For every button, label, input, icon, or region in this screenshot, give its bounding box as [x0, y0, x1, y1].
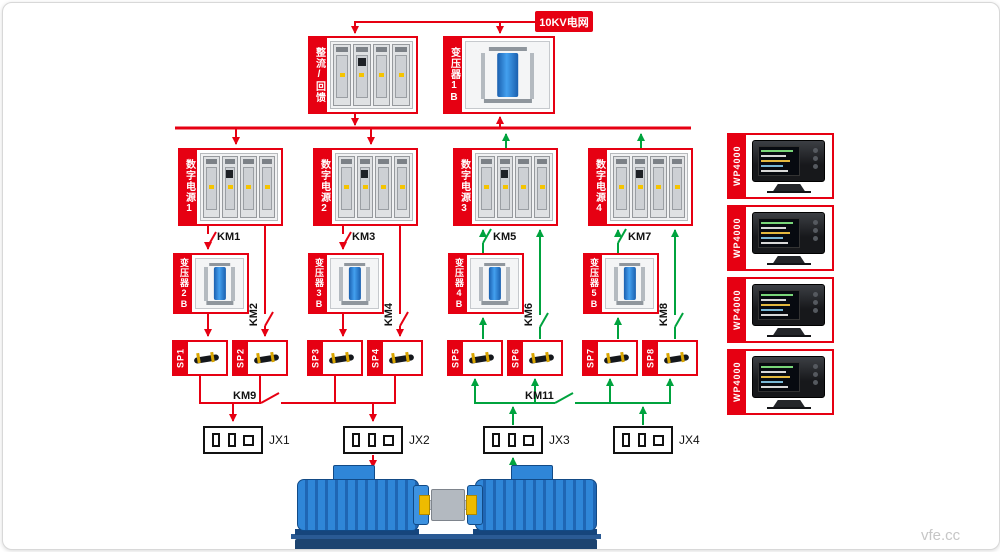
cabinet-graphic	[610, 153, 688, 221]
rectifier-feedback-label: 整流/回馈	[310, 38, 327, 112]
sensor-sp5: SP5	[447, 340, 503, 376]
rectifier-feedback-cabinet: 整流/回馈	[308, 36, 418, 114]
sensor-graphic	[386, 345, 418, 371]
analyzer-wp4000-2: WP4000	[727, 205, 834, 271]
power-cabinet-1-label: 数字电源1	[180, 150, 197, 224]
sensor-graphic	[326, 345, 358, 371]
sensor-sp4: SP4	[367, 340, 423, 376]
junction-box-jx2-label: JX2	[409, 433, 430, 447]
power-cabinet-2-label: 数字电源2	[315, 150, 332, 224]
contactor-label-km5: KM5	[493, 231, 517, 243]
contactor-label-km2: KM2	[248, 303, 260, 327]
cabinet-graphic	[475, 153, 553, 221]
watermark: vfe.cc	[921, 527, 961, 544]
cabinet-graphic	[330, 41, 413, 109]
transformer-3b: 变压器3B	[308, 253, 384, 314]
power-cabinet-3: 数字电源3	[453, 148, 558, 226]
cabinet-graphic	[335, 153, 413, 221]
transformer-1b: 变压器1B	[443, 36, 555, 114]
contactor-label-km1: KM1	[217, 231, 241, 243]
sensor-sp5-label: SP5	[449, 342, 463, 374]
sensor-graphic	[601, 345, 633, 371]
transformer-graphic	[470, 258, 519, 309]
junction-box-jx3	[483, 426, 543, 454]
sensor-sp3-label: SP3	[309, 342, 323, 374]
transformer-2b: 变压器2B	[173, 253, 249, 314]
sensor-sp7-label: SP7	[584, 342, 598, 374]
transformer-graphic	[195, 258, 244, 309]
analyzer-graphic	[749, 138, 829, 194]
transformer-graphic	[465, 41, 550, 109]
sensor-graphic	[191, 345, 223, 371]
transformer-5b-label: 变压器5B	[585, 255, 602, 312]
transformer-graphic	[330, 258, 379, 309]
contactor-label-km7: KM7	[628, 231, 652, 243]
sensor-graphic	[526, 345, 558, 371]
junction-box-jx3-label: JX3	[549, 433, 570, 447]
sensor-sp3: SP3	[307, 340, 363, 376]
power-cabinet-1: 数字电源1	[178, 148, 283, 226]
power-cabinet-4: 数字电源4	[588, 148, 693, 226]
contactor-label-km9: KM9	[233, 390, 257, 402]
grid-source-badge: 10KV电网	[535, 11, 593, 32]
transformer-1b-label: 变压器1B	[445, 38, 462, 112]
contactor-label-km6: KM6	[523, 303, 535, 327]
analyzer-graphic	[749, 354, 829, 410]
cabinet-graphic	[200, 153, 278, 221]
analyzer-wp4000-3-label: WP4000	[729, 279, 746, 341]
transformer-2b-label: 变压器2B	[175, 255, 192, 312]
analyzer-wp4000-4: WP4000	[727, 349, 834, 415]
sensor-graphic	[251, 345, 283, 371]
junction-box-jx2	[343, 426, 403, 454]
transformer-4b: 变压器4B	[448, 253, 524, 314]
sensor-sp8: SP8	[642, 340, 698, 376]
analyzer-graphic	[749, 282, 829, 338]
analyzer-graphic	[749, 210, 829, 266]
sensor-sp2: SP2	[232, 340, 288, 376]
power-cabinet-4-label: 数字电源4	[590, 150, 607, 224]
junction-box-jx1	[203, 426, 263, 454]
sensor-sp6-label: SP6	[509, 342, 523, 374]
sensor-sp4-label: SP4	[369, 342, 383, 374]
sensor-sp1: SP1	[172, 340, 228, 376]
sensor-sp1-label: SP1	[174, 342, 188, 374]
transformer-3b-label: 变压器3B	[310, 255, 327, 312]
contactor-label-km8: KM8	[658, 303, 670, 327]
power-cabinet-3-label: 数字电源3	[455, 150, 472, 224]
contactor-label-km3: KM3	[352, 231, 376, 243]
power-cabinet-2: 数字电源2	[313, 148, 418, 226]
sensor-sp8-label: SP8	[644, 342, 658, 374]
analyzer-wp4000-4-label: WP4000	[729, 351, 746, 413]
transformer-graphic	[605, 258, 654, 309]
sensor-graphic	[466, 345, 498, 371]
transformer-4b-label: 变压器4B	[450, 255, 467, 312]
motor-dyno-pair-graphic	[291, 459, 601, 549]
analyzer-wp4000-1: WP4000	[727, 133, 834, 199]
junction-box-jx4-label: JX4	[679, 433, 700, 447]
transformer-5b: 变压器5B	[583, 253, 659, 314]
sensor-graphic	[661, 345, 693, 371]
analyzer-wp4000-2-label: WP4000	[729, 207, 746, 269]
junction-box-jx4	[613, 426, 673, 454]
analyzer-wp4000-3: WP4000	[727, 277, 834, 343]
junction-box-jx1-label: JX1	[269, 433, 290, 447]
sensor-sp6: SP6	[507, 340, 563, 376]
contactor-label-km4: KM4	[383, 303, 395, 327]
analyzer-wp4000-1-label: WP4000	[729, 135, 746, 197]
sensor-sp7: SP7	[582, 340, 638, 376]
sensor-sp2-label: SP2	[234, 342, 248, 374]
contactor-label-km11: KM11	[525, 390, 554, 402]
